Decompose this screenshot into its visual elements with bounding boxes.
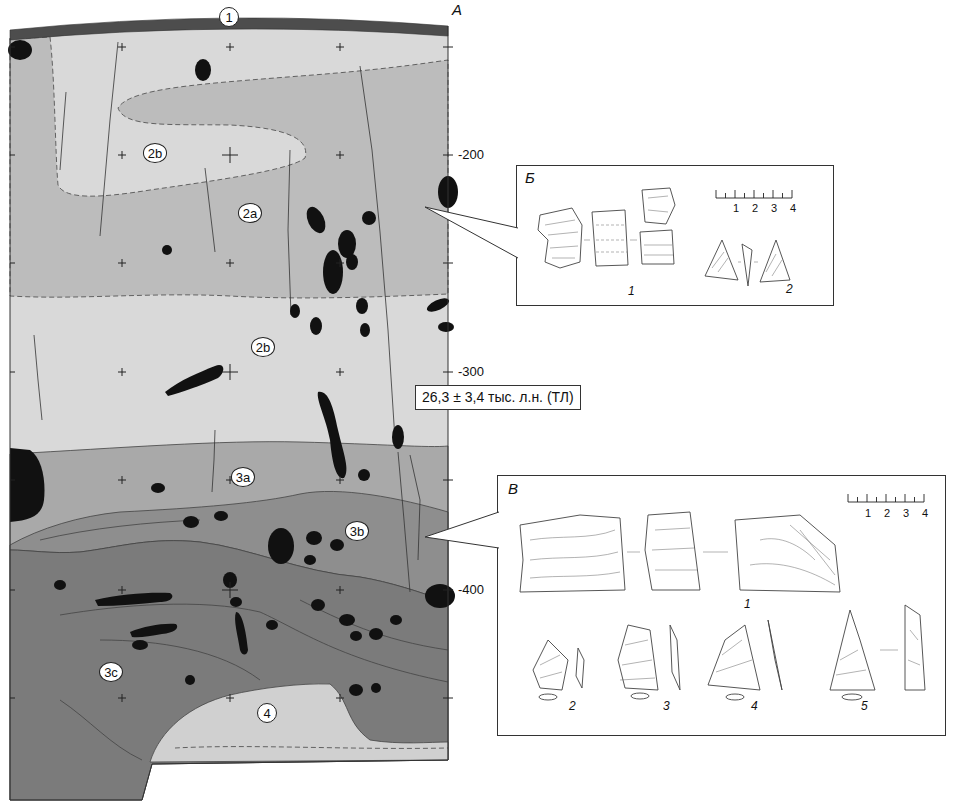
callout-pointer: [425, 207, 518, 258]
layer-number: 2b: [256, 341, 270, 354]
dark-inclusion: [8, 40, 458, 696]
layer-number: 3a: [236, 471, 250, 484]
grid-cross: [10, 43, 453, 702]
section-border: [10, 26, 448, 800]
callout-pointer: [425, 207, 518, 258]
figure-number: 2: [786, 283, 793, 296]
figure-number: 1: [744, 598, 751, 611]
layer-circle: 4: [257, 703, 277, 723]
crack-line: [34, 42, 420, 592]
layer-circle: 1: [219, 7, 239, 27]
figure-number: 2: [569, 700, 576, 713]
callout-panel: В 1 2 3 4 1 2 3 4 5: [497, 475, 946, 736]
panel-ground: [497, 475, 946, 736]
layer-number: 2b: [148, 147, 162, 160]
layer-circle: 2a: [238, 203, 262, 223]
callout-pointer: [425, 512, 499, 548]
depth-label: -300: [458, 364, 484, 380]
figure-number: 5: [861, 700, 868, 713]
date-label: 26,3 ± 3,4 тыс. л.н. (ТЛ): [422, 389, 574, 405]
artifact-drawing: [520, 188, 925, 700]
panel-letter: Б: [525, 170, 535, 187]
callout-pointer: [425, 512, 499, 548]
layer-fill: [10, 442, 448, 800]
layer-number: 3c: [104, 666, 118, 679]
depth-label: -400: [458, 582, 484, 598]
layer-fill: [150, 684, 448, 762]
figure-number: 4: [751, 700, 758, 713]
layer-circle: 3b: [345, 521, 369, 541]
layer-circle: 2b: [143, 143, 167, 163]
depth-label: -200: [458, 147, 484, 163]
figure-number: 3: [663, 700, 670, 713]
panel-ground: [516, 165, 834, 306]
layer-number: 4: [263, 707, 270, 720]
panel-letter: В: [508, 481, 518, 498]
layer-number: 2a: [243, 207, 257, 220]
layer-fill: [10, 26, 448, 800]
figure-number: 1: [628, 285, 635, 298]
layer-number: 1: [225, 11, 232, 24]
scale-numbers: 1 2 3 4: [865, 507, 928, 519]
layer-circle: 2b: [251, 337, 275, 357]
artifact-hatching: [530, 196, 920, 680]
callout-panel: Б 1 2 3 4 1 2: [516, 165, 834, 306]
layer-circle: 3c: [99, 662, 123, 682]
section-letter: А: [452, 2, 462, 18]
date-box: 26,3 ± 3,4 тыс. л.н. (ТЛ): [415, 385, 581, 410]
layer-boundary: [40, 520, 448, 760]
scale-bar: [716, 190, 924, 502]
layer-circle: 3a: [231, 467, 255, 487]
scale-numbers: 1 2 3 4: [733, 202, 796, 214]
layer-number: 3b: [350, 525, 364, 538]
